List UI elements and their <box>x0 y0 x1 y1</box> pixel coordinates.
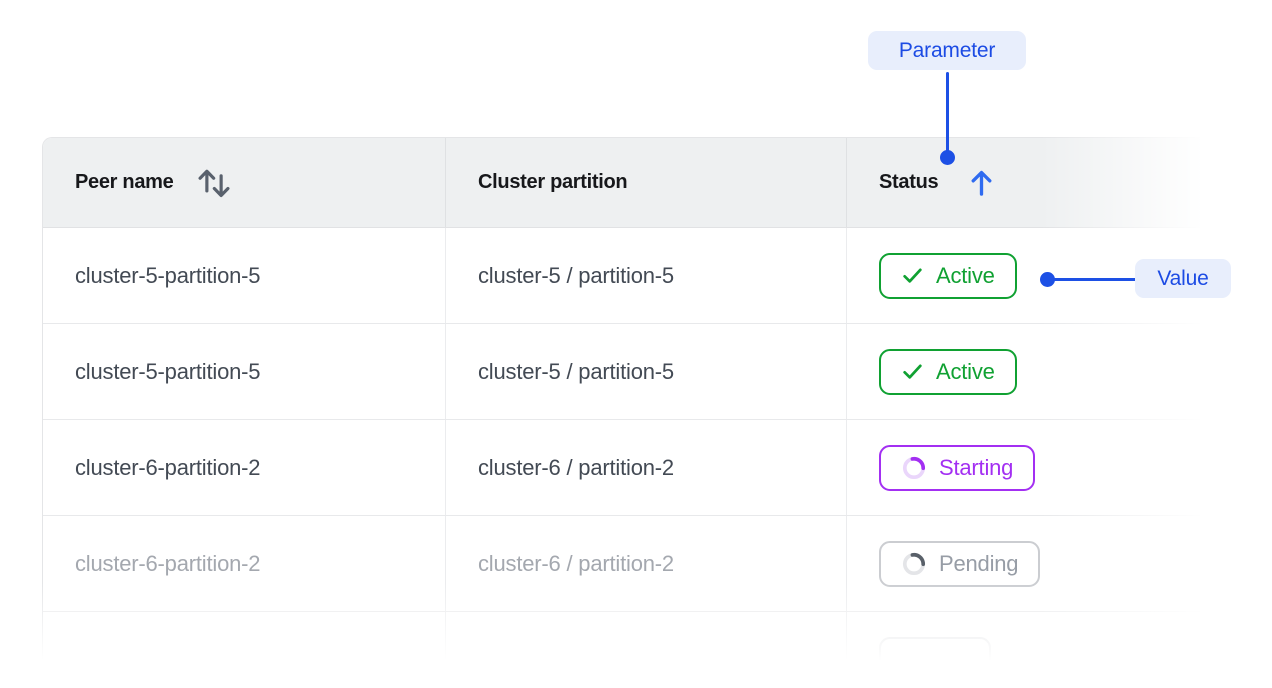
cell-peer-name: cluster-6-partition-2 <box>43 420 446 515</box>
cell-status: Starting <box>847 420 1200 515</box>
column-header-peer-name[interactable]: Peer name <box>43 138 446 227</box>
status-badge-pending: Pending <box>879 540 1041 587</box>
parameter-callout-label: Parameter <box>868 31 1026 70</box>
status-badge-label: Active <box>936 358 995 384</box>
table-row[interactable]: cluster-6-partition-2 cluster-6 / partit… <box>43 420 1200 516</box>
column-header-status[interactable]: Status <box>847 138 1200 227</box>
cell-peer-name <box>43 612 446 688</box>
column-header-cluster-partition[interactable]: Cluster partition <box>446 138 847 227</box>
cell-status: Active <box>847 228 1200 323</box>
parameter-callout-line <box>946 72 949 152</box>
check-icon <box>903 268 922 283</box>
sort-both-icon <box>198 169 231 197</box>
table-row[interactable] <box>43 612 1200 688</box>
spinner-icon <box>902 456 926 479</box>
cell-peer-name: cluster-5-partition-5 <box>43 324 446 419</box>
check-icon <box>903 364 922 379</box>
cell-status: Active <box>847 324 1200 419</box>
table-row[interactable]: cluster-5-partition-5 cluster-5 / partit… <box>43 228 1200 324</box>
value-callout-line <box>1053 278 1137 281</box>
peers-table: Peer name Cluster partition Status clust… <box>42 137 1200 688</box>
value-callout-label: Value <box>1135 259 1231 298</box>
cell-cluster-partition: cluster-6 / partition-2 <box>446 420 847 515</box>
cell-cluster-partition: cluster-6 / partition-2 <box>446 516 847 611</box>
status-badge-active: Active <box>879 348 1017 395</box>
status-badge-label: Pending <box>939 550 1019 576</box>
parameter-callout-dot <box>940 150 955 165</box>
cell-peer-name: cluster-6-partition-2 <box>43 516 446 611</box>
cell-cluster-partition: cluster-5 / partition-5 <box>446 228 847 323</box>
table-header-row: Peer name Cluster partition Status <box>43 138 1200 228</box>
table-row[interactable]: cluster-5-partition-5 cluster-5 / partit… <box>43 324 1200 420</box>
spinner-icon <box>902 552 926 575</box>
status-badge-starting: Starting <box>879 444 1036 491</box>
status-badge-active: Active <box>879 252 1017 299</box>
sort-ascending-icon <box>971 170 992 196</box>
column-header-cluster-partition-label: Cluster partition <box>478 171 628 193</box>
cell-status: Pending <box>847 516 1200 611</box>
cell-cluster-partition: cluster-5 / partition-5 <box>446 324 847 419</box>
column-header-status-label: Status <box>879 171 939 193</box>
value-callout-text: Value <box>1157 266 1209 290</box>
cell-peer-name: cluster-5-partition-5 <box>43 228 446 323</box>
table-row[interactable]: cluster-6-partition-2 cluster-6 / partit… <box>43 516 1200 612</box>
cell-status <box>847 612 1200 688</box>
parameter-callout-text: Parameter <box>898 38 996 62</box>
column-header-peer-name-label: Peer name <box>75 171 174 193</box>
status-badge-label: Active <box>936 262 995 288</box>
status-badge-unknown <box>879 636 991 683</box>
cell-cluster-partition <box>446 612 847 688</box>
status-badge-label: Starting <box>939 454 1014 480</box>
